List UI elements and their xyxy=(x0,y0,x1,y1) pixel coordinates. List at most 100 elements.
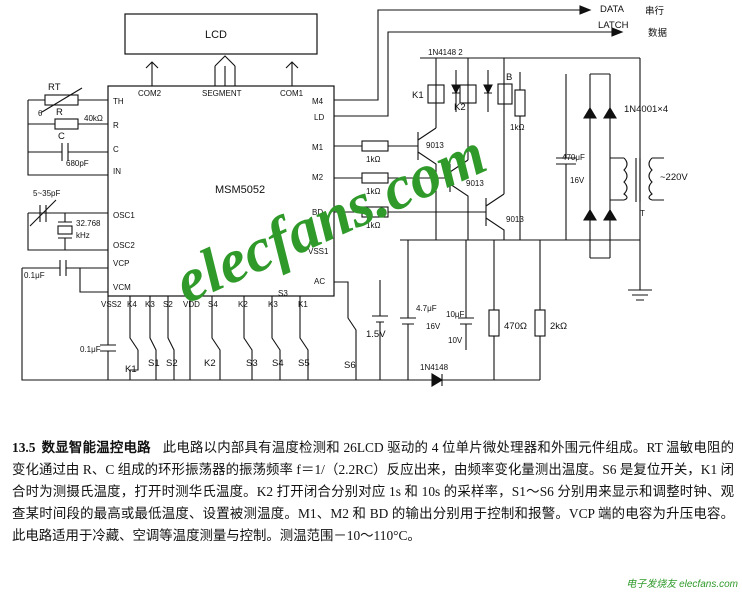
pin-vdd: VDD xyxy=(183,300,200,309)
k2-relay-label: K2 xyxy=(454,102,466,113)
relay-k2 xyxy=(459,84,477,104)
switch-s5 xyxy=(299,296,309,380)
switch-k1-label: K1 xyxy=(125,364,137,375)
r1k-bd xyxy=(361,206,389,218)
rt-thermistor xyxy=(44,94,79,106)
switch-k2 xyxy=(211,296,221,380)
bridge-d2 xyxy=(603,106,617,119)
transistor-q3 xyxy=(485,193,505,240)
r-label: R xyxy=(56,107,63,118)
c-label: C xyxy=(58,131,65,142)
com1-arrow xyxy=(285,61,299,86)
latch-wire xyxy=(334,31,612,117)
caption-title: 数显智能温控电路 xyxy=(41,440,151,455)
chip-name: MSM5052 xyxy=(215,184,265,196)
lcd-label: LCD xyxy=(205,29,227,41)
pin-k1: K1 xyxy=(298,300,308,309)
switch-s2 xyxy=(167,296,175,380)
bridge-d3 xyxy=(583,208,597,221)
r2k-wires xyxy=(420,240,541,381)
pin-s3: S3 xyxy=(278,289,288,298)
pin-vcm: VCM xyxy=(113,283,131,292)
cap-470-v-label: 16V xyxy=(570,176,585,185)
r470-label: 470Ω xyxy=(504,321,527,332)
resistor-r xyxy=(54,118,79,130)
switch-k2-label: K2 xyxy=(204,358,216,369)
pin-com1: COM1 xyxy=(280,89,304,98)
msm5052-chip xyxy=(107,85,335,297)
vcp-capacitor xyxy=(21,260,420,381)
theta-label: θ xyxy=(38,109,43,118)
switch-s2-label: S2 xyxy=(166,358,178,369)
pin-com2: COM2 xyxy=(138,89,162,98)
switch-s4 xyxy=(271,296,281,380)
latch-arrow xyxy=(611,27,624,37)
r1k-bd-label: 1kΩ xyxy=(366,221,380,230)
segment-arrow xyxy=(214,55,236,86)
cap-01b-label: 0.1μF xyxy=(80,345,101,354)
transformer-coil-1 xyxy=(623,157,628,201)
pin-in: IN xyxy=(113,167,121,176)
switch-s4-label: S4 xyxy=(272,358,284,369)
data-cn-label: 数据 xyxy=(648,27,668,39)
pin-k2: K2 xyxy=(238,300,248,309)
c-value: 680pF xyxy=(66,159,89,168)
transistor-q1 xyxy=(417,127,437,240)
relay-supply-wires xyxy=(420,57,640,194)
cap-vss2 xyxy=(100,296,116,380)
cap-47-label: 4.7μF xyxy=(416,304,437,313)
cap-470-label: 470μF xyxy=(562,153,585,162)
pin-ac: AC xyxy=(314,277,325,286)
v15-label: 1.5V xyxy=(366,329,386,340)
pin-osc1: OSC1 xyxy=(113,211,135,220)
bridge-frame xyxy=(589,73,611,259)
switch-s5-label: S5 xyxy=(298,358,310,369)
serial-label: 串行 xyxy=(645,5,665,17)
capacitor-c xyxy=(28,143,108,161)
crystal xyxy=(57,225,73,235)
cap-10uf xyxy=(458,240,474,350)
transformer-label: T xyxy=(640,209,645,218)
bridge-label: 1N4001×4 xyxy=(624,104,668,115)
crystal-plates xyxy=(58,213,72,250)
r1k-pullup xyxy=(514,89,526,117)
bridge-d1 xyxy=(583,106,597,119)
b-label: B xyxy=(506,72,512,83)
cap-4-7uf xyxy=(400,240,416,380)
cap-10-v-label: 10V xyxy=(448,336,463,345)
lcd-block xyxy=(124,13,318,55)
q2-label: 9013 xyxy=(466,179,484,188)
circuit-schematic: LCD MSM5052 COM2 SEGMENT COM1 TH R C IN … xyxy=(21,4,688,387)
transistor-q2 xyxy=(449,159,469,240)
cap-47-v-label: 16V xyxy=(426,322,441,331)
pin-m4: M4 xyxy=(312,97,324,106)
cap-01-label: 0.1μF xyxy=(24,271,45,280)
r1k-m2 xyxy=(361,172,389,184)
cap-10-label: 10μF xyxy=(446,310,465,319)
pin-m1: M1 xyxy=(312,143,324,152)
trim-cap-label: 5~35pF xyxy=(33,189,60,198)
pin-s4: S4 xyxy=(208,300,218,309)
bridge-d4 xyxy=(603,208,617,221)
pin-r: R xyxy=(113,121,119,130)
pin-vss1: VSS1 xyxy=(308,247,329,256)
latch-label: LATCH xyxy=(598,20,629,31)
crystal-unit: kHz xyxy=(76,231,90,240)
switch-s1 xyxy=(149,296,157,380)
com2-arrow xyxy=(145,61,159,86)
rc-network-wires xyxy=(27,99,108,176)
pin-osc2: OSC2 xyxy=(113,241,135,250)
pin-k3b: K3 xyxy=(268,300,278,309)
pin-vss2: VSS2 xyxy=(101,300,122,309)
diode-bottom-label: 1N4148 xyxy=(420,363,449,372)
q1-label: 9013 xyxy=(426,141,444,150)
pin-vcp: VCP xyxy=(113,259,129,268)
cap-470uf xyxy=(556,74,576,240)
ground-symbol xyxy=(628,289,652,301)
pin-bd: BD xyxy=(312,208,323,217)
switch-k1 xyxy=(129,296,139,380)
pin-m2: M2 xyxy=(312,173,324,182)
switch-s3 xyxy=(243,296,253,380)
